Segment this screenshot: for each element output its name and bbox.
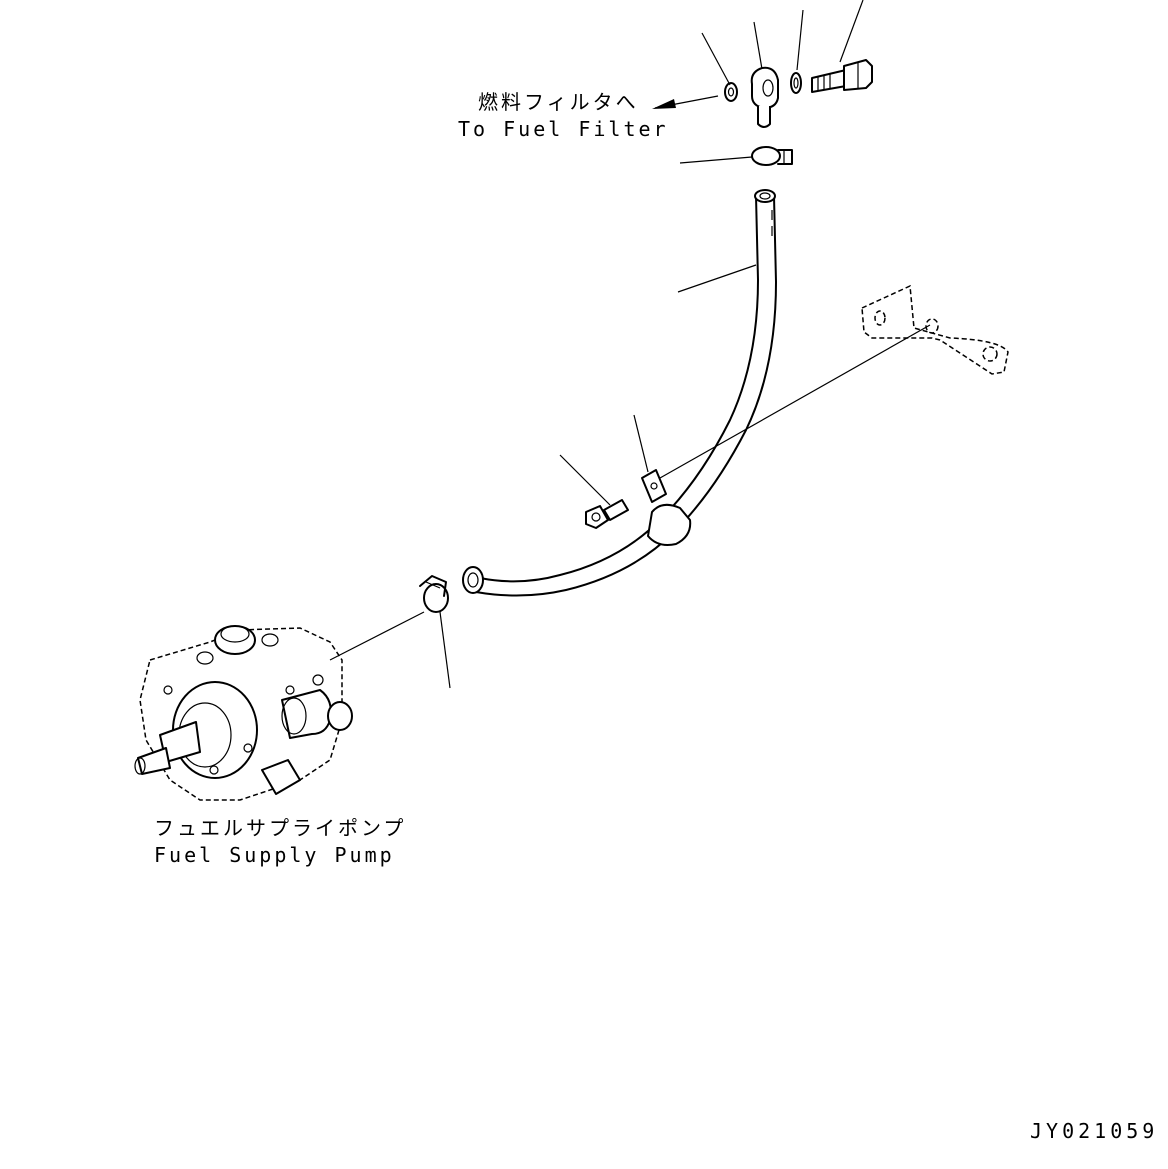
hose-clamp-icon xyxy=(419,575,449,613)
eye-joint-icon xyxy=(750,66,779,128)
fuel-filter-label-ja: 燃料フィルタへ xyxy=(478,90,639,114)
drawing-code: JY021059 xyxy=(1030,1119,1159,1143)
pump-label-en: Fuel Supply Pump xyxy=(154,843,395,867)
alignment-line xyxy=(659,324,931,479)
pump-label-ja: フュエルサプライポンプ xyxy=(154,816,407,840)
fuel-hose-icon xyxy=(462,189,777,597)
alignment-line xyxy=(329,611,425,661)
fuel-filter-label-en: To Fuel Filter xyxy=(458,117,669,141)
banjo-bolt-icon xyxy=(811,59,873,93)
leader-lines xyxy=(439,0,864,689)
washer-icon xyxy=(724,82,738,102)
engine-bracket-icon xyxy=(861,284,1009,375)
hose-clamp-icon xyxy=(751,146,793,166)
clip-bracket-icon xyxy=(641,469,667,503)
to-fuel-filter-arrow-icon xyxy=(652,95,719,109)
fuel-supply-pump-icon xyxy=(134,625,353,801)
bolt-icon xyxy=(585,499,629,529)
washer-icon xyxy=(790,72,802,94)
